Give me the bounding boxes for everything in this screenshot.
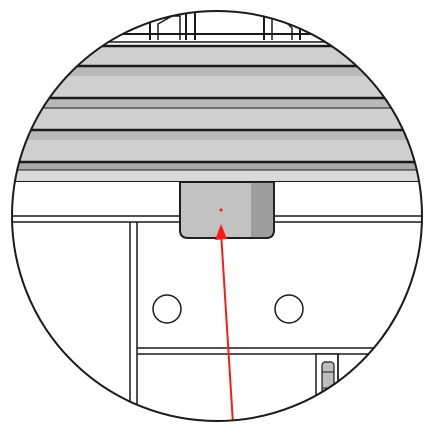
mounting-hole-left <box>152 294 182 324</box>
top-bracket <box>12 11 422 46</box>
callout-arrow <box>215 208 234 421</box>
bracket-icon <box>149 11 187 40</box>
arrow-head-icon <box>215 224 227 240</box>
mounting-plate <box>129 222 422 421</box>
guide-block <box>179 181 275 239</box>
bolt-icon <box>321 361 335 399</box>
arrow-icon <box>220 231 234 421</box>
slatted-panel <box>12 44 422 183</box>
lens-outline <box>11 10 423 422</box>
mounting-hole-right <box>274 294 304 324</box>
